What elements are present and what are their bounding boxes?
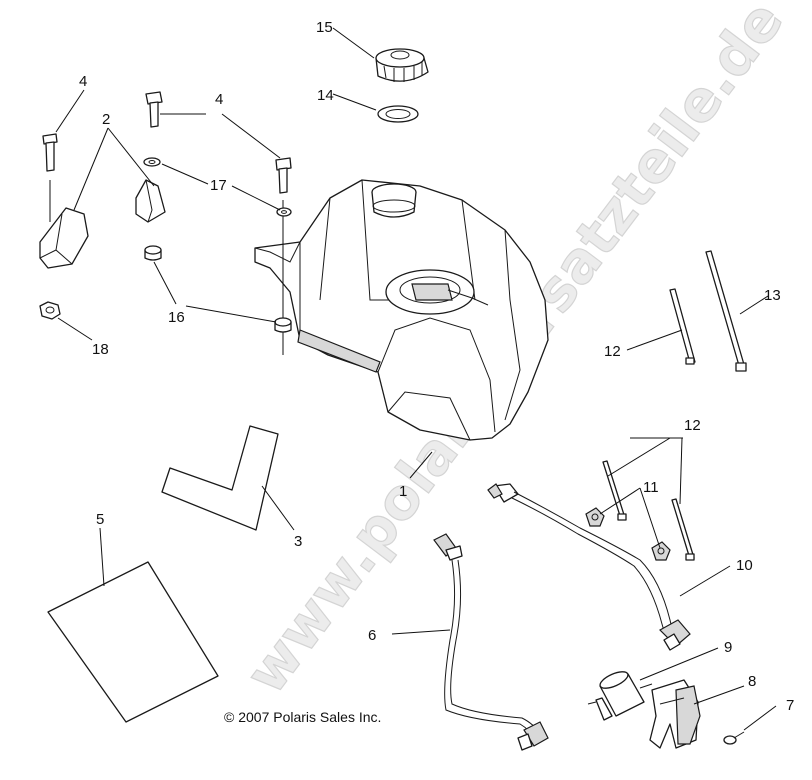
- callout-11: 11: [643, 479, 659, 496]
- callout-8: 8: [748, 673, 756, 690]
- callout-5: 5: [96, 511, 104, 528]
- cable-tie-long: [705, 250, 747, 372]
- copyright-notice: © 2007 Polaris Sales Inc.: [224, 709, 381, 725]
- callout-6: 6: [368, 627, 376, 644]
- callout-12-lower: 12: [684, 417, 701, 434]
- callout-17: 17: [210, 177, 227, 194]
- callout-14: 14: [317, 87, 334, 104]
- heat-shield: [161, 425, 279, 531]
- callout-10: 10: [736, 557, 753, 574]
- cable-tie-lower-right: [671, 498, 695, 561]
- fuel-hose-upper: [487, 483, 691, 651]
- bolt-center: [145, 91, 163, 128]
- clip-upper: [585, 507, 605, 527]
- fuel-hose-lower: [433, 533, 549, 751]
- pad: [47, 561, 219, 723]
- callout-18: 18: [92, 341, 109, 358]
- filter-bracket: [649, 679, 701, 749]
- callout-4-right: 4: [215, 91, 223, 108]
- cap-gasket: [377, 105, 419, 123]
- callout-labels: 15 14 4 4 2 17 16 18 1 3 5 6 12 13 12 11…: [79, 19, 794, 714]
- clip-lower: [651, 541, 671, 561]
- spacer-right: [274, 317, 292, 333]
- leader-lines: [55, 27, 777, 731]
- washer-upper-left: [143, 157, 161, 167]
- callout-12-upper: 12: [604, 343, 621, 360]
- nut: [39, 301, 61, 320]
- gas-cap: [375, 48, 429, 82]
- spacer-left: [144, 245, 162, 261]
- mount-bracket-left: [39, 207, 89, 269]
- mount-bracket-right: [135, 179, 166, 223]
- fuel-tank: [254, 179, 549, 441]
- callout-7: 7: [786, 697, 794, 714]
- screw: [723, 731, 745, 745]
- bolt-left: [42, 133, 58, 222]
- callout-2: 2: [102, 111, 110, 128]
- callout-15: 15: [316, 19, 333, 36]
- fuel-filter: [587, 671, 653, 721]
- callout-16: 16: [168, 309, 185, 326]
- callout-3: 3: [294, 533, 302, 550]
- cable-tie-upper: [669, 288, 696, 365]
- callout-4-left: 4: [79, 73, 87, 90]
- callout-9: 9: [724, 639, 732, 656]
- callout-13: 13: [764, 287, 781, 304]
- callout-1: 1: [399, 483, 407, 500]
- washer-upper-right: [276, 207, 292, 217]
- cable-tie-lower-left: [602, 460, 627, 521]
